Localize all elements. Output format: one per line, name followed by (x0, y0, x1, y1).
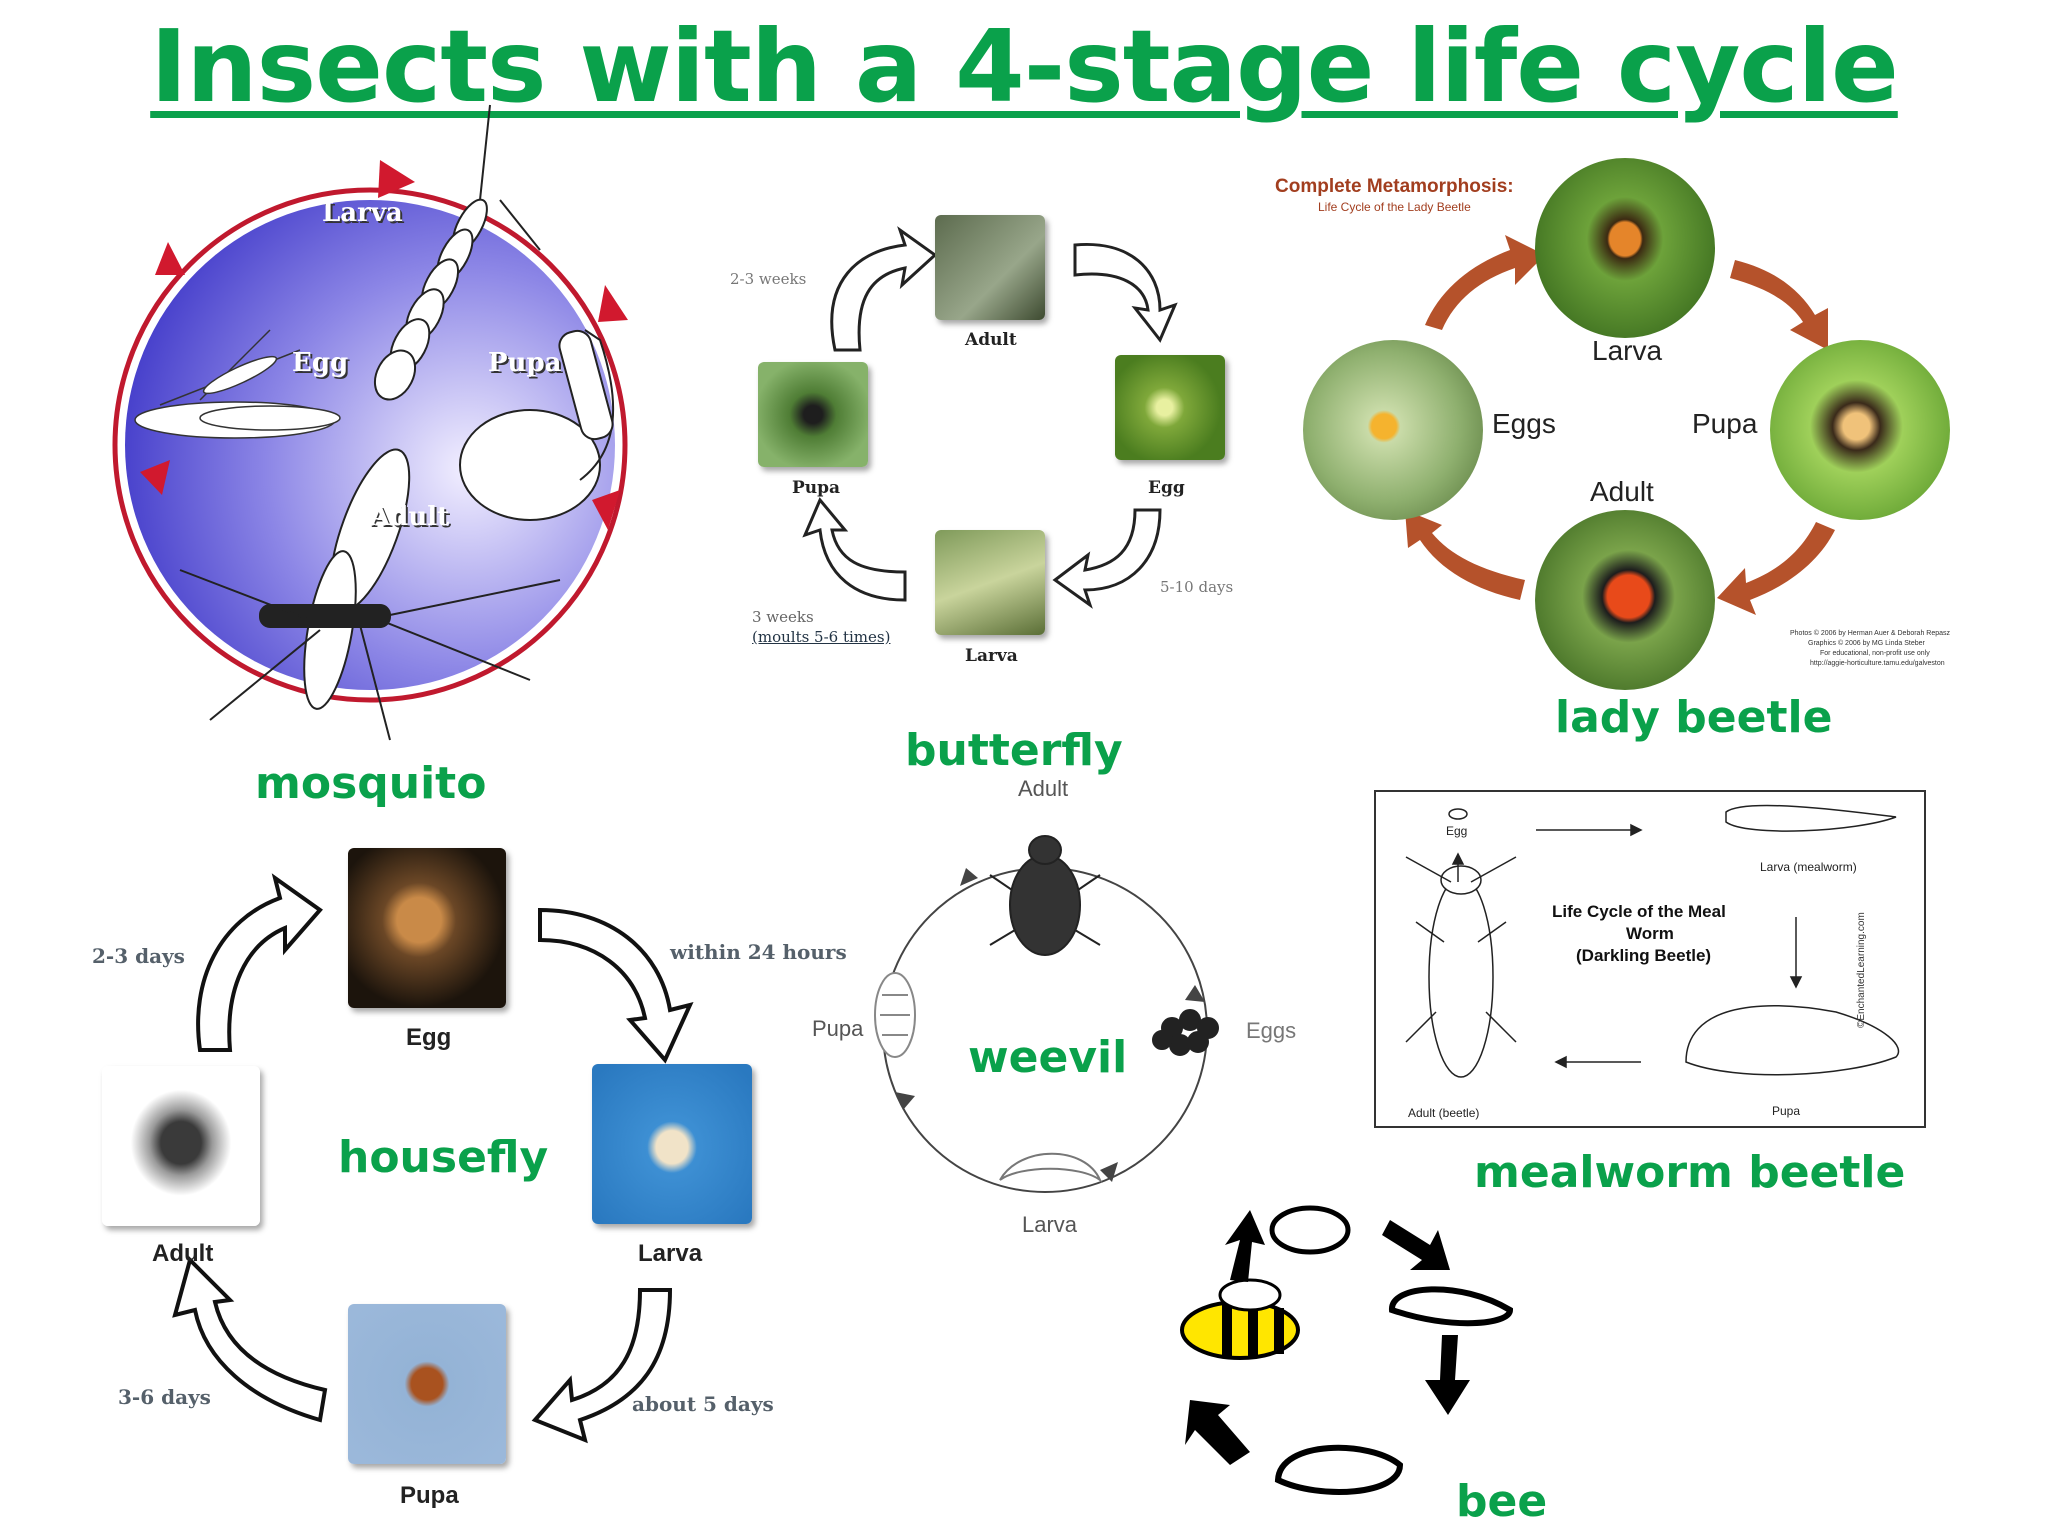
butterfly-egg-photo (1115, 355, 1225, 460)
mosquito-caption: mosquito (255, 758, 487, 809)
butterfly-duration-weeks: 2-3 weeks (730, 270, 807, 288)
mealworm-credit: ©EnchantedLearning.com (1856, 912, 1867, 1028)
mosquito-label-egg: Egg (292, 348, 349, 378)
butterfly-label-pupa: Pupa (792, 478, 841, 498)
mosquito-label-pupa: Pupa (488, 348, 562, 378)
lady-beetle-caption: lady beetle (1555, 692, 1833, 743)
lady-beetle-credit-3: For educational, non-profit use only (1820, 650, 1930, 657)
lady-beetle-credit-4: http://aggie-horticulture.tamu.edu/galve… (1810, 660, 1945, 667)
housefly-duration-5-days: about 5 days (632, 1392, 774, 1416)
butterfly-larva-note-1: 3 weeks (752, 608, 814, 626)
lady-beetle-label-adult: Adult (1590, 476, 1654, 507)
mealworm-heading-3: (Darkling Beetle) (1576, 946, 1712, 965)
lady-beetle-heading: Complete Metamorphosis: (1275, 176, 1514, 197)
weevil-label-larva: Larva (1022, 1212, 1078, 1237)
butterfly-pupa-photo (758, 362, 868, 467)
mealworm-label-pupa: Pupa (1772, 1104, 1801, 1118)
housefly-label-egg: Egg (406, 1024, 452, 1051)
mealworm-heading-2: Worm (1626, 924, 1674, 943)
housefly-label-larva: Larva (638, 1240, 703, 1267)
weevil-label-eggs: Eggs (1246, 1018, 1297, 1043)
mealworm-cycle-illustration (1405, 804, 1900, 1078)
housefly-adult-photo (102, 1066, 260, 1226)
mosquito-cycle-illustration (112, 104, 628, 741)
lady-beetle-diagram: Complete Metamorphosis: Life Cycle of th… (1270, 150, 2010, 690)
butterfly-label-larva: Larva (965, 646, 1018, 666)
housefly-label-pupa: Pupa (400, 1482, 459, 1509)
butterfly-larva-photo (935, 530, 1045, 635)
housefly-caption: housefly (338, 1132, 549, 1183)
mealworm-label-egg: Egg (1446, 824, 1468, 838)
weevil-caption: weevil (968, 1032, 1128, 1083)
housefly-label-adult: Adult (152, 1240, 214, 1267)
lady-beetle-subheading: Life Cycle of the Lady Beetle (1318, 200, 1471, 214)
mealworm-label-larva: Larva (mealworm) (1760, 860, 1857, 874)
butterfly-larva-note-2: (moults 5-6 times) (752, 628, 891, 646)
lady-beetle-larva-photo (1535, 158, 1715, 338)
lady-beetle-eggs-photo (1303, 340, 1483, 520)
mealworm-heading-1: Life Cycle of the Meal (1552, 902, 1726, 921)
housefly-cycle-arrows (172, 873, 694, 1444)
bee-caption: bee (1456, 1476, 1548, 1527)
lady-beetle-label-eggs: Eggs (1492, 408, 1556, 439)
lady-beetle-credit-2: Graphics © 2006 by MG Linda Steber (1808, 640, 1925, 647)
bee-diagram (1170, 1190, 1530, 1520)
lady-beetle-adult-photo (1535, 510, 1715, 690)
housefly-diagram: Egg Larva Pupa Adult 2-3 days within 24 … (80, 840, 860, 1530)
housefly-duration-24-hours: within 24 hours (670, 940, 847, 964)
butterfly-label-egg: Egg (1148, 478, 1185, 498)
lady-beetle-label-pupa: Pupa (1692, 408, 1758, 439)
mosquito-label-adult: Adult (370, 502, 450, 532)
butterfly-duration-days: 5-10 days (1160, 578, 1234, 596)
butterfly-adult-photo (935, 215, 1045, 320)
butterfly-label-adult: Adult (965, 330, 1017, 350)
weevil-label-pupa: Pupa (812, 1016, 864, 1041)
housefly-pupa-photo (348, 1304, 506, 1464)
housefly-egg-photo (348, 848, 506, 1008)
lady-beetle-cycle-arrows (1405, 235, 1835, 615)
lady-beetle-label-larva: Larva (1592, 335, 1663, 366)
lady-beetle-pupa-photo (1770, 340, 1950, 520)
mosquito-diagram: Larva Egg Pupa Adult (60, 100, 660, 760)
butterfly-caption: butterfly (905, 725, 1123, 776)
mealworm-label-adult: Adult (beetle) (1408, 1106, 1480, 1120)
housefly-duration-3-6-days: 3-6 days (118, 1385, 211, 1409)
weevil-label-adult: Adult (1018, 776, 1069, 801)
housefly-duration-2-3-days: 2-3 days (92, 944, 185, 968)
housefly-larva-photo (592, 1064, 752, 1224)
butterfly-diagram: Adult Egg Larva Pupa 2-3 weeks 5-10 days… (720, 200, 1260, 680)
bee-cycle-illustration (1180, 1205, 1514, 1495)
weevil-diagram: Adult Eggs Larva Pupa (800, 770, 1320, 1260)
lady-beetle-credit-1: Photos © 2006 by Herman Auer & Deborah R… (1790, 630, 1951, 637)
page-title: Insects with a 4-stage life cycle (150, 8, 1899, 125)
mealworm-caption: mealworm beetle (1474, 1147, 1906, 1198)
mealworm-diagram: Egg Larva (mealworm) Pupa Adult (beetle)… (1374, 790, 1926, 1128)
weevil-cycle-illustration (874, 835, 1219, 1193)
mosquito-label-larva: Larva (322, 198, 403, 228)
butterfly-cycle-arrows (802, 226, 1178, 609)
